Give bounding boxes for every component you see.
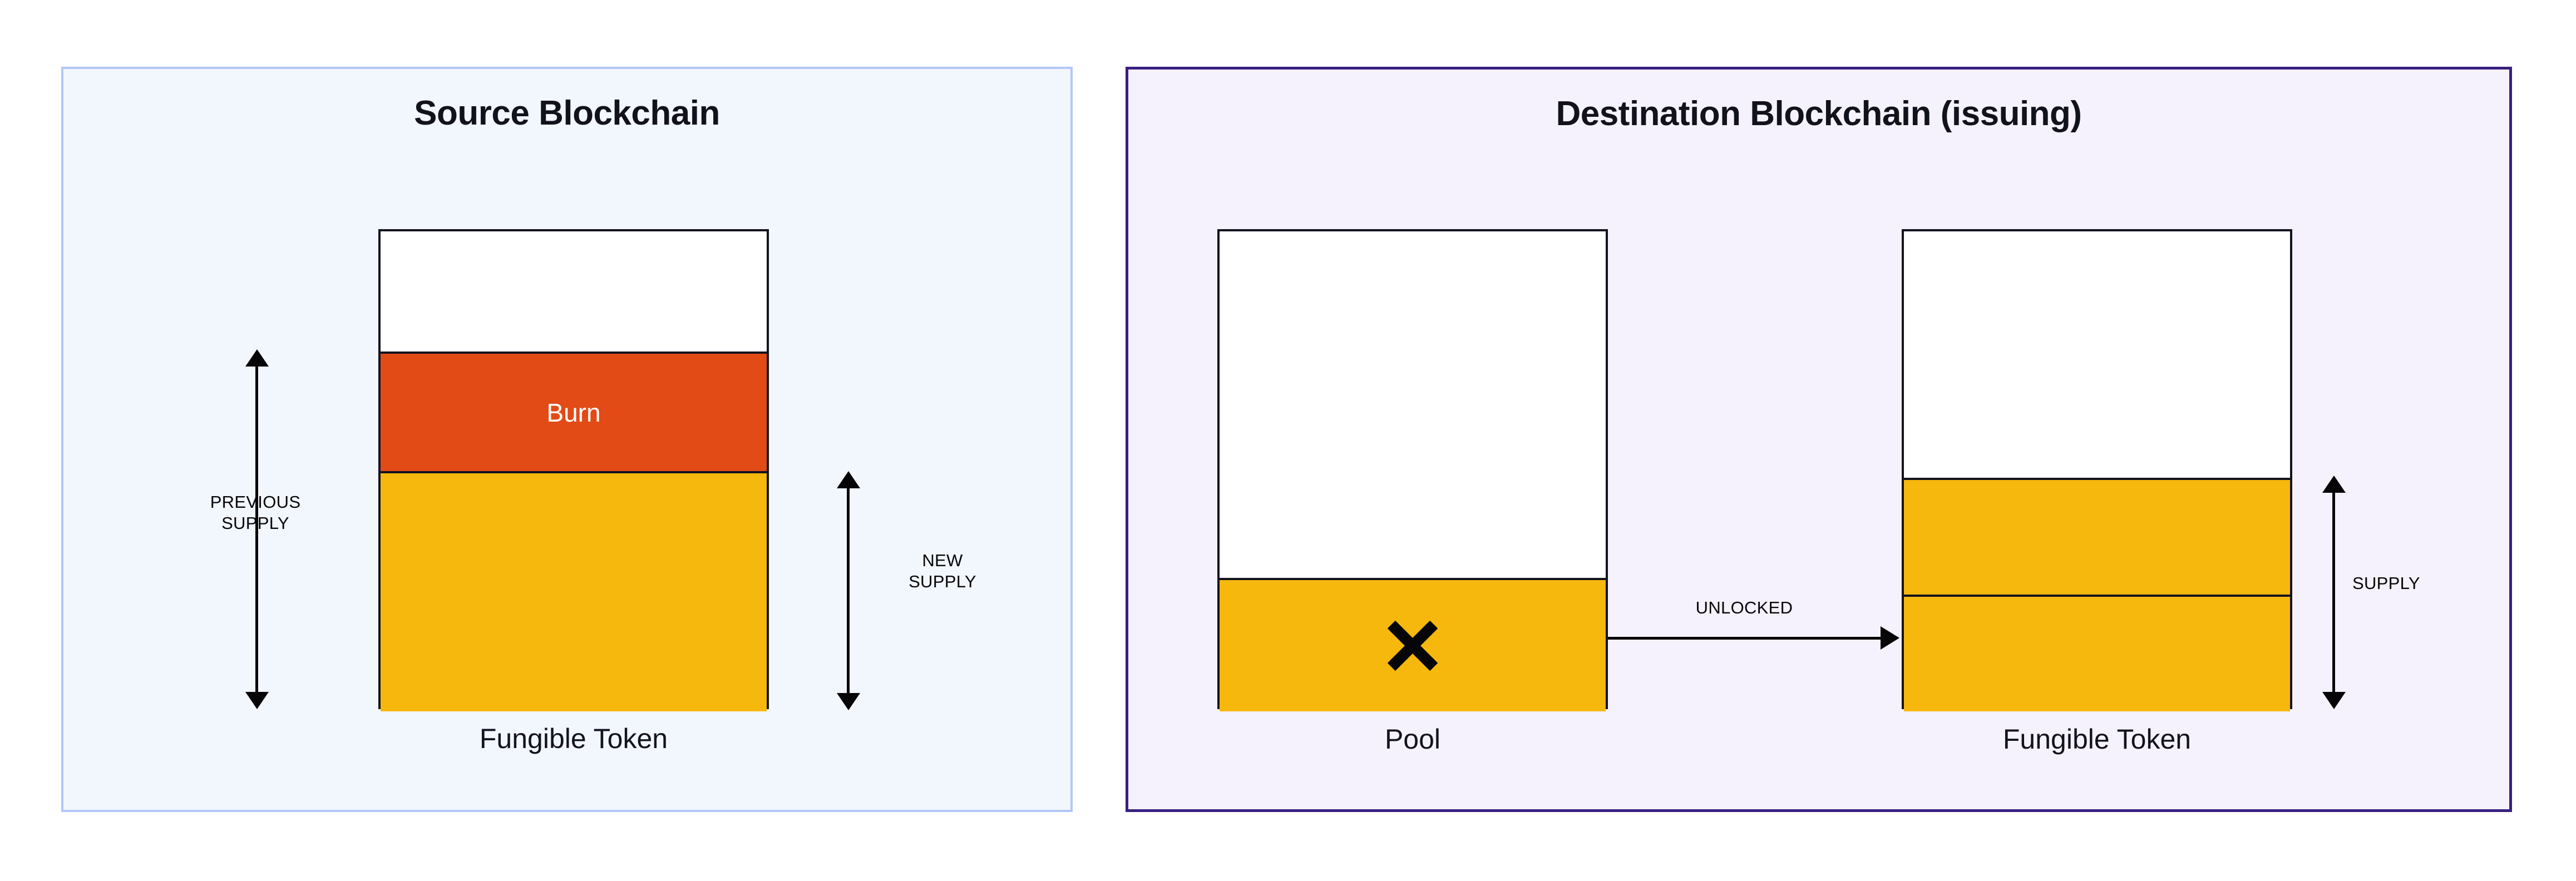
dest-segment-empty-headroom — [1904, 231, 2290, 478]
dest-segment-existing-supply — [1904, 595, 2290, 711]
source-segment-remaining-supply — [381, 473, 767, 711]
source-fungible-token-stack: Burn — [378, 229, 769, 711]
unlocked-label: UNLOCKED — [1695, 598, 1793, 617]
source-segment-empty-headroom — [381, 231, 767, 352]
new-supply-arrow-up-icon — [837, 471, 860, 488]
previous-supply-line — [255, 364, 258, 695]
previous-supply-arrow-up-icon — [245, 349, 269, 367]
previous-supply-arrow-down-icon — [245, 692, 269, 709]
pool-segment-empty — [1220, 231, 1606, 578]
burn-label: Burn — [546, 398, 601, 427]
x-mark-icon — [1387, 620, 1438, 671]
destination-blockchain-panel: Destination Blockchain (issuing) Pool UN… — [1126, 67, 2512, 812]
pool-stack — [1217, 229, 1608, 711]
source-segment-burn: Burn — [381, 352, 767, 473]
new-supply-arrow-down-icon — [837, 693, 860, 710]
pool-segment-locked — [1220, 578, 1606, 711]
supply-arrow-up-icon — [2322, 476, 2346, 493]
destination-token-caption: Fungible Token — [2002, 724, 2192, 755]
new-supply-label: NEW SUPPLY — [909, 551, 976, 591]
dest-segment-newly-unlocked — [1904, 478, 2290, 595]
supply-label: SUPPLY — [2352, 573, 2420, 593]
supply-arrow-down-icon — [2322, 692, 2346, 709]
previous-supply-label: PREVIOUS SUPPLY — [210, 492, 301, 533]
source-blockchain-panel: Source Blockchain Burn Fungible Token PR… — [61, 67, 1073, 812]
source-panel-title: Source Blockchain — [414, 94, 720, 132]
pool-caption: Pool — [1384, 724, 1441, 755]
new-supply-line — [847, 486, 850, 696]
arrow-right-icon — [1881, 626, 1899, 650]
destination-panel-title: Destination Blockchain (issuing) — [1556, 95, 2082, 133]
source-token-caption: Fungible Token — [479, 723, 668, 754]
unlocked-arrow-line — [1608, 637, 1881, 640]
destination-fungible-token-stack — [1902, 229, 2292, 711]
supply-line — [2332, 490, 2335, 695]
